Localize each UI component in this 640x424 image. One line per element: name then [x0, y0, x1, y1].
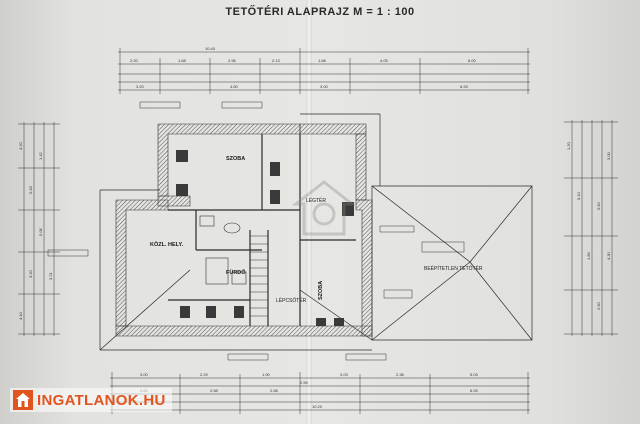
right-dim-4: 2.50: [596, 301, 601, 310]
left-dim-7: 1.42: [38, 151, 43, 160]
room-labels: SZOBA FÜRDŐ SZOBA KÖZL. HELY. LÉGTÉR LÉP…: [150, 156, 483, 304]
room-beepitetlen: BEÉPÍTETLEN TETŐTÉR: [424, 265, 483, 272]
left-dim-6: 3.20: [28, 269, 33, 278]
bottom-total-label: 10.20: [312, 404, 323, 409]
top-dim-3: 2.96: [228, 58, 237, 63]
top-dimension-lines: [118, 48, 530, 94]
top-dim-row2-4: 6.93: [460, 84, 469, 89]
top-dim-row2-3: 3.00: [320, 84, 329, 89]
top-total-label: 10.40: [205, 46, 216, 51]
right-dim-7: 0.50: [596, 201, 601, 210]
top-dim-row2-2: 4.50: [230, 84, 239, 89]
top-dim-2: 1.68: [178, 58, 187, 63]
right-dim-3: 1.80: [586, 251, 591, 260]
annotation-boxes: [47, 101, 465, 361]
roof-windows: [176, 150, 354, 326]
left-dim-1: 4.20: [18, 141, 23, 150]
room-kozl-helyiseg: KÖZL. HELY.: [150, 241, 184, 248]
room-szoba-top: SZOBA: [226, 156, 245, 162]
right-dim-2: 0.10: [576, 191, 581, 200]
bottom-dim-5: 3.03: [340, 372, 349, 377]
bathroom-fixtures: [199, 215, 247, 285]
top-dimension-labels: 10.40 2.20 1.68 2.96 2.13 1.68 4.05 6.00…: [130, 46, 477, 89]
bottom-dimension-lines: [110, 372, 530, 414]
ingatlanok-watermark: INGATLANOK.HU: [10, 388, 172, 412]
left-dim-5: 4.10: [18, 311, 23, 320]
room-lepcsoter: LÉPCSŐTÉR: [276, 297, 307, 304]
bottom-dim-row2-2: 2.58: [210, 388, 219, 393]
bottom-dim-1: 3.00: [140, 372, 149, 377]
right-dim-5: 3.00: [606, 151, 611, 160]
center-watermark-logo: [292, 180, 356, 236]
top-dim-1: 2.20: [130, 58, 139, 63]
left-dim-4: 3.21: [48, 271, 53, 280]
walls: [115, 123, 373, 337]
top-dim-7: 6.00: [468, 58, 477, 63]
house-icon: [13, 390, 33, 410]
top-dim-5: 1.68: [318, 58, 327, 63]
room-szoba-right: SZOBA: [318, 281, 324, 300]
plan-title: TETŐTÉRI ALAPRAJZ M = 1 : 100: [225, 6, 415, 18]
stairs: [250, 235, 268, 317]
bottom-dim-2: 2.29: [200, 372, 209, 377]
room-legter: LÉGTÉR: [306, 197, 326, 204]
left-dim-3: 5.06: [38, 227, 43, 236]
top-dim-row2-1: 3.20: [136, 84, 145, 89]
watermark-brand: INGATLANOK.HU: [37, 391, 166, 409]
left-dimension-labels: 4.20 0.43 5.06 3.21 4.10 3.20 1.42: [18, 141, 53, 320]
interior-walls: [168, 134, 356, 326]
top-dim-4: 2.13: [272, 58, 281, 63]
bottom-dim-7: 5.03: [470, 372, 479, 377]
right-dim-1: 1.20: [566, 141, 571, 150]
roof-outline: [99, 113, 533, 351]
bottom-dim-4: 2.59: [300, 380, 309, 385]
top-dim-6: 4.05: [380, 58, 389, 63]
bottom-dim-3: 1.90: [262, 372, 271, 377]
left-dim-2: 0.43: [28, 185, 33, 194]
bottom-dim-6: 2.38: [396, 372, 405, 377]
left-dimension-lines: [18, 122, 60, 336]
bottom-dimension-labels: 3.00 2.29 1.90 2.59 3.03 2.38 5.03 3.60 …: [140, 372, 479, 409]
room-furdo: FÜRDŐ: [226, 269, 246, 276]
bottom-dim-row2-4: 6.93: [470, 388, 479, 393]
paper-fold: [306, 0, 312, 424]
bottom-dim-row2-3: 2.58: [270, 388, 279, 393]
right-dimension-lines: [564, 120, 618, 336]
right-dim-6: 4.30: [606, 251, 611, 260]
right-dimension-labels: 1.20 0.10 1.80 2.50 3.00 4.30 0.50: [566, 141, 611, 310]
